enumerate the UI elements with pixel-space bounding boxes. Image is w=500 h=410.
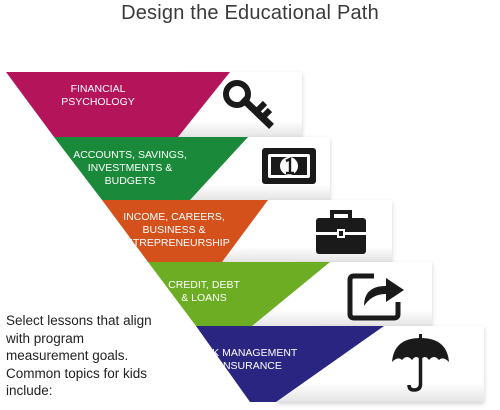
- key-icon: [223, 80, 274, 129]
- band-shape: [54, 137, 248, 200]
- band-risk-management: RISK MANAGEMENT& INSURANCE: [195, 326, 484, 402]
- band-label: INCOME, CAREERS,BUSINESS &ENTREPRENEURSH…: [118, 211, 229, 249]
- band-label: CREDIT, DEBT& LOANS: [168, 279, 240, 304]
- briefcase-icon: [316, 210, 366, 254]
- band-label-line: CREDIT, DEBT: [168, 279, 240, 291]
- page-title: Design the Educational Path: [121, 2, 379, 24]
- banknote-icon: [262, 148, 316, 184]
- band-label-line: & INSURANCE: [210, 360, 282, 372]
- band-label-line: ENTREPRENEURSHIP: [118, 237, 229, 249]
- band-label-line: & LOANS: [181, 292, 227, 304]
- band-label: ACCOUNTS, SAVINGS,INVESTMENTS &BUDGETS: [73, 149, 187, 187]
- band-shape: [148, 262, 330, 326]
- band-label-line: FINANCIAL: [71, 83, 126, 95]
- umbrella-icon: [392, 334, 449, 392]
- band-label-line: RISK MANAGEMENT: [195, 347, 298, 359]
- band-income-careers: INCOME, CAREERS,BUSINESS &ENTREPRENEURSH…: [102, 200, 392, 262]
- band-accounts-savings: ACCOUNTS, SAVINGS,INVESTMENTS &BUDGETS: [54, 137, 330, 200]
- band-label: RISK MANAGEMENT& INSURANCE: [195, 347, 298, 372]
- band-label-line: INVESTMENTS &: [88, 162, 173, 174]
- intro-text: Select lessons that align with program m…: [6, 313, 152, 398]
- band-credit-debt: CREDIT, DEBT& LOANS: [148, 262, 432, 326]
- band-shape: [196, 326, 384, 402]
- band-label-line: BUDGETS: [105, 175, 156, 187]
- band-shape: [102, 200, 268, 262]
- band-shape: [6, 72, 230, 137]
- band-label-line: BUSINESS &: [142, 224, 205, 236]
- band-label-line: INCOME, CAREERS,: [123, 211, 225, 223]
- share-arrow-icon: [347, 273, 404, 321]
- band-label-line: PSYCHOLOGY: [61, 96, 135, 108]
- band-label-line: ACCOUNTS, SAVINGS,: [73, 149, 187, 161]
